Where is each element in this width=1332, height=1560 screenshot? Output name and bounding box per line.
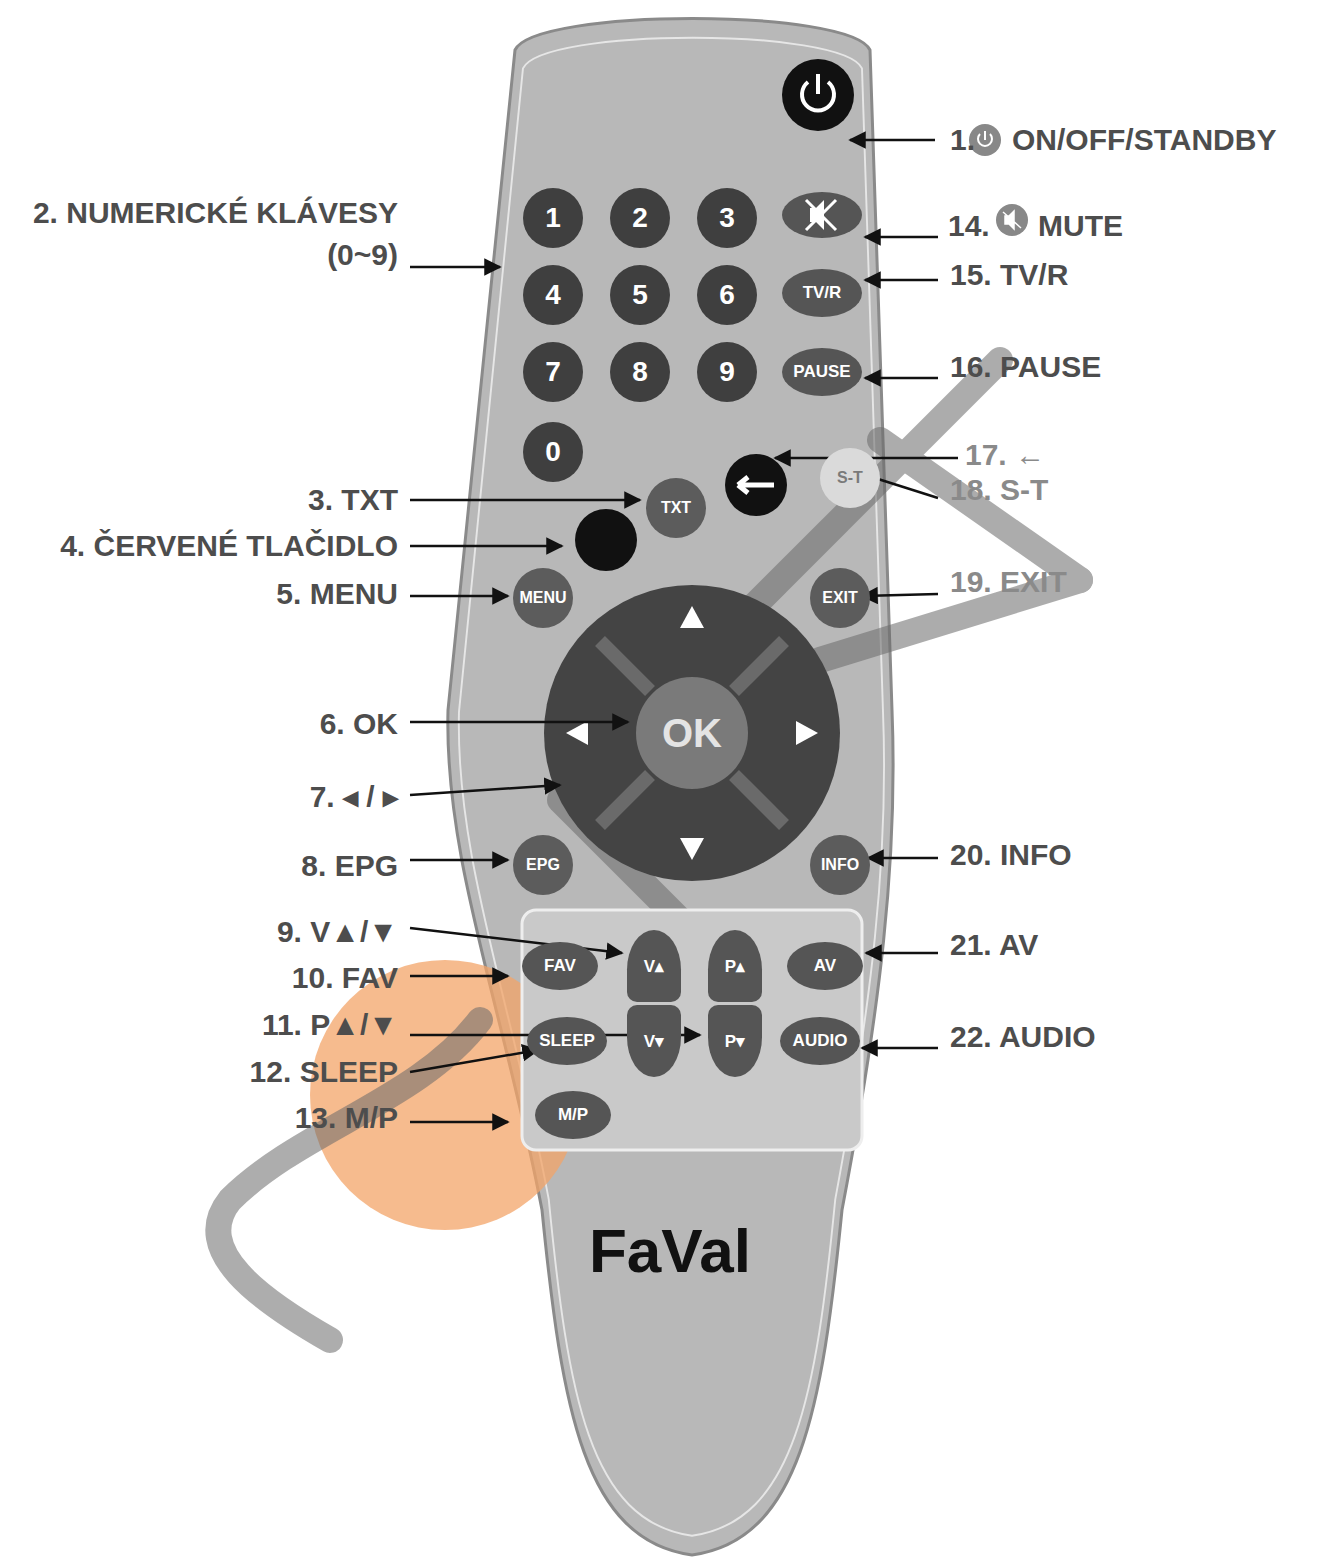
oval-button: AV — [787, 942, 863, 990]
dpad-grooves — [600, 641, 784, 825]
button-label: 3 — [719, 202, 735, 234]
callout-label: 21. AV — [950, 927, 1038, 963]
callout-label: 3. TXT — [308, 482, 398, 518]
mute-icon — [806, 200, 836, 230]
button-label: 7 — [545, 356, 561, 388]
button-panel — [522, 910, 862, 1150]
oval-button: PAUSE — [782, 348, 862, 396]
oval-button: SLEEP — [527, 1017, 607, 1065]
callout-label: 1. — [950, 122, 975, 158]
callout-label: 12. SLEEP — [250, 1054, 398, 1090]
button-label: FAV — [544, 956, 576, 976]
callout-label: 7. ◂ / ▸ — [310, 779, 398, 815]
callout-label: 9. V▲/▼ — [277, 914, 398, 950]
round-button: EXIT — [810, 568, 870, 628]
callout-label: 6. OK — [320, 706, 398, 742]
button-label: 6 — [719, 279, 735, 311]
mute-icon — [996, 204, 1028, 236]
button-label: P▴ — [725, 956, 745, 977]
volume-channel-button: P▴ — [708, 930, 762, 1002]
callout-label: ON/OFF/STANDBY — [1012, 122, 1276, 158]
button-label: TXT — [661, 499, 691, 517]
number-button: 0 — [523, 422, 583, 482]
button-label: EXIT — [822, 589, 858, 607]
button-label: V▾ — [644, 1031, 664, 1052]
power-icon — [816, 74, 820, 94]
number-button: 8 — [610, 342, 670, 402]
number-button: 3 — [697, 188, 757, 248]
button-label: 8 — [632, 356, 648, 388]
callout-label: 18. S-T — [950, 472, 1048, 508]
button-label: AUDIO — [793, 1031, 848, 1051]
round-button: EPG — [513, 835, 573, 895]
leader-line — [410, 140, 958, 1122]
callout-label: 11. P▲/▼ — [262, 1007, 398, 1043]
callout-label: 5. MENU — [276, 576, 398, 612]
dpad — [544, 585, 840, 881]
callout-label: 20. INFO — [950, 837, 1072, 873]
button-label: TV/R — [803, 283, 842, 303]
round-button: INFO — [810, 835, 870, 895]
ok-button: OK — [636, 677, 748, 789]
callout-label: 10. FAV — [292, 960, 398, 996]
button-label: 2 — [632, 202, 648, 234]
oval-button: M/P — [535, 1091, 611, 1139]
number-button: 5 — [610, 265, 670, 325]
volume-channel-button: V▴ — [627, 930, 681, 1002]
button-label: 0 — [545, 436, 561, 468]
round-button: TXT — [646, 478, 706, 538]
round-button: S-T — [820, 448, 880, 508]
red-button — [575, 509, 637, 571]
button-label: OK — [662, 711, 722, 756]
button-label: M/P — [558, 1105, 588, 1125]
button-label: PAUSE — [793, 362, 850, 382]
callout-label: 8. EPG — [301, 848, 398, 884]
number-button: 9 — [697, 342, 757, 402]
button-label: 4 — [545, 279, 561, 311]
button-label: V▴ — [644, 956, 664, 977]
callout-label: 15. TV/R — [950, 257, 1068, 293]
oval-button: FAV — [522, 942, 598, 990]
callout-label: 14. — [948, 208, 990, 244]
callout-label: 13. M/P — [295, 1100, 398, 1136]
callout-label: 4. ČERVENÉ TLAČIDLO — [60, 528, 398, 564]
brand-name: FaVal — [440, 1215, 900, 1286]
callout-label: 19. EXIT — [950, 564, 1067, 600]
watermark — [218, 360, 1080, 1340]
oval-button: AUDIO — [780, 1017, 860, 1065]
button-label: EPG — [526, 856, 560, 874]
button-label: 5 — [632, 279, 648, 311]
callout-label: 16. PAUSE — [950, 349, 1101, 385]
button-label: S-T — [837, 469, 863, 487]
button-label: P▾ — [725, 1031, 745, 1052]
oval-button: TV/R — [782, 269, 862, 317]
button-label: SLEEP — [539, 1031, 595, 1051]
round-button: MENU — [513, 568, 573, 628]
back-icon — [738, 477, 774, 493]
button-label: 9 — [719, 356, 735, 388]
button-label: INFO — [821, 856, 859, 874]
mute-button — [782, 192, 862, 238]
number-button: 7 — [523, 342, 583, 402]
callout-label: 2. NUMERICKÉ KLÁVESY (0~9) — [8, 192, 398, 276]
callout-label: 17. ← — [965, 437, 1045, 473]
number-button: 1 — [523, 188, 583, 248]
back-button — [725, 454, 787, 516]
button-label: AV — [814, 956, 836, 976]
number-button: 6 — [697, 265, 757, 325]
callout-label: 22. AUDIO — [950, 1019, 1096, 1055]
power-button — [782, 59, 854, 131]
button-label: 1 — [545, 202, 561, 234]
number-button: 4 — [523, 265, 583, 325]
number-button: 2 — [610, 188, 670, 248]
dpad-arrows — [566, 606, 818, 860]
callout-label: MUTE — [1038, 208, 1123, 244]
button-label: MENU — [519, 589, 566, 607]
